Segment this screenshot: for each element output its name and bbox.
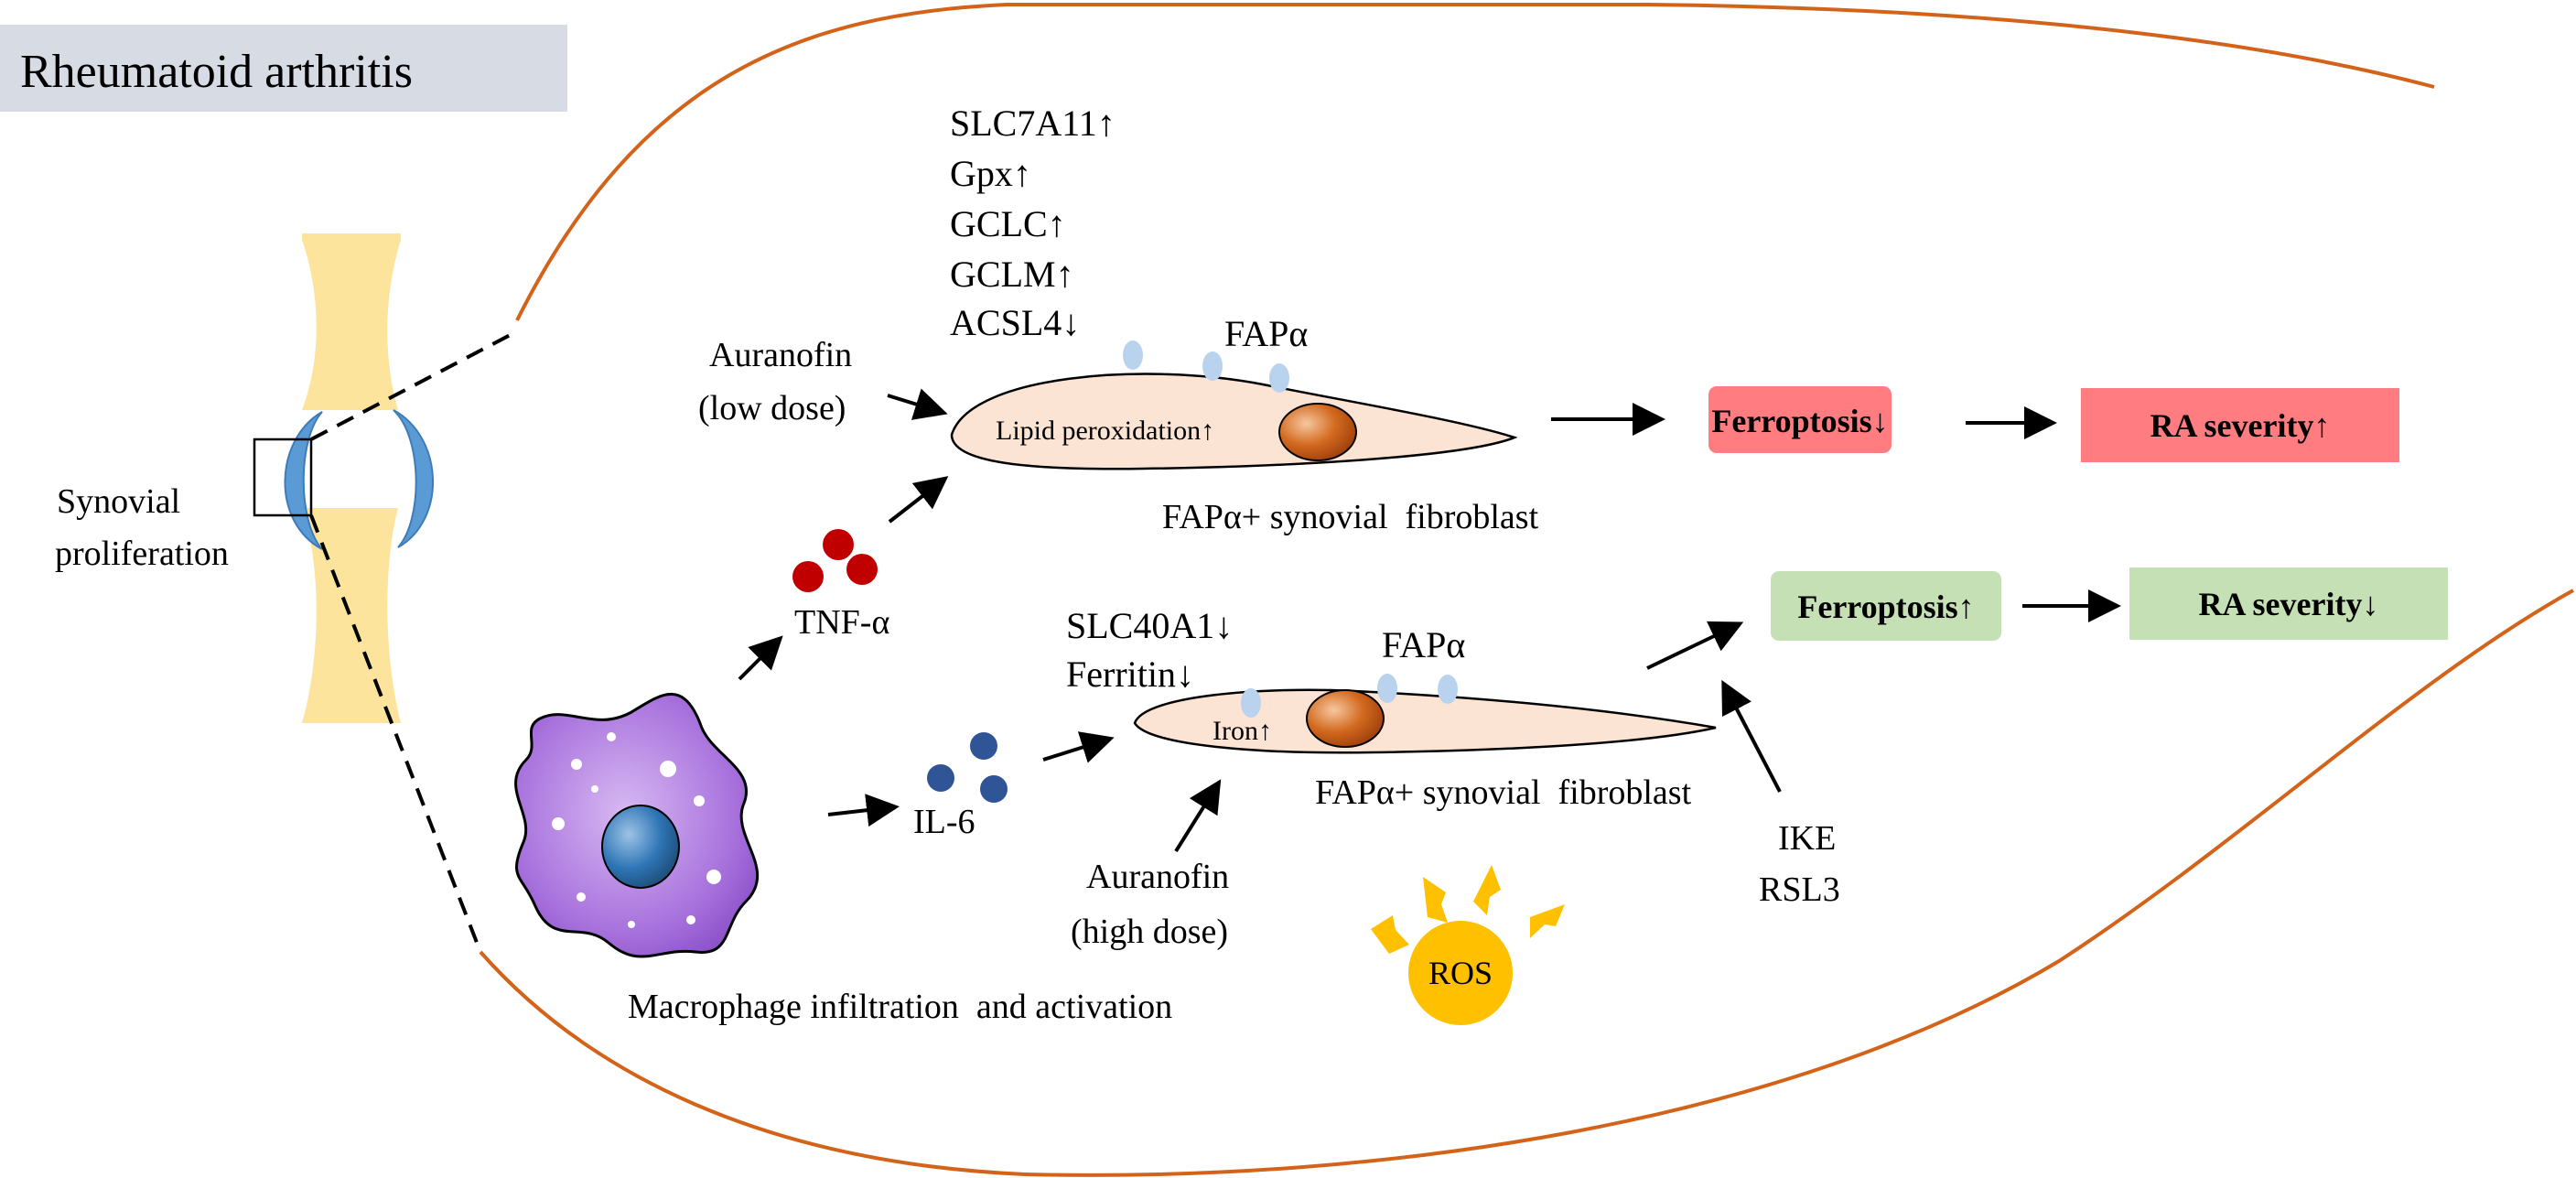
tnf-dot-3 <box>846 554 878 585</box>
lower-cell-text: Iron↑ <box>1213 716 1272 746</box>
ros-sun <box>1371 865 1565 1025</box>
upper-fibroblast <box>950 340 1518 470</box>
ros-ray <box>1530 904 1565 938</box>
lower-fibroblast-nucleus <box>1306 689 1385 748</box>
il6-label: IL-6 <box>913 803 975 841</box>
ros-ray <box>1371 915 1409 954</box>
macrophage-granule <box>571 759 582 770</box>
arrow-low-dose-to-cell <box>887 388 948 420</box>
upper-marker-4: GCLM↑ <box>950 254 1074 295</box>
arrow-tnf-to-upper-cell <box>888 476 949 524</box>
low-dose-drug-line2: (low dose) <box>698 389 846 427</box>
upper-receptor-label: FAPα <box>1224 313 1308 354</box>
upper-cell-caption: FAPα+ synovial fibroblast <box>1162 498 1539 536</box>
macrophage-granule <box>660 761 676 777</box>
high-dose-drug-line1: Auranofin <box>1086 858 1229 896</box>
high-dose-drug-line2: (high dose) <box>1071 913 1228 951</box>
upper-fibroblast-nucleus <box>1278 403 1357 461</box>
tnf-dot-1 <box>823 529 854 560</box>
cartilage-lower <box>302 508 401 723</box>
inducer-line1: IKE <box>1778 819 1836 858</box>
synovium-right <box>393 409 435 548</box>
macrophage-granule <box>591 785 598 793</box>
arrow-il6-to-lower-cell <box>1042 731 1115 763</box>
lower-fibroblast <box>1133 674 1717 754</box>
upper-receptor-2 <box>1202 351 1223 381</box>
lower-severity-label: RA severity↓ <box>2199 586 2379 622</box>
tnf-dots <box>792 529 878 592</box>
lower-severity-box <box>2129 567 2448 640</box>
arrow-macrophage-to-il6 <box>827 794 900 827</box>
zoom-line-bottom <box>309 514 482 953</box>
tnf-label: TNF-α <box>794 603 889 642</box>
lower-receptor-2 <box>1377 674 1397 703</box>
lower-outcome-box <box>1771 571 2001 641</box>
il6-dot-2 <box>927 764 954 792</box>
lower-fibroblast-body <box>1133 688 1717 754</box>
il6-dot-1 <box>970 732 997 760</box>
macrophage-nucleus <box>601 805 680 889</box>
macrophage-granule <box>628 921 635 928</box>
macrophage-label: Macrophage infiltration and activation <box>628 988 1172 1026</box>
lower-receptor-3 <box>1438 675 1458 704</box>
magnification-box <box>253 438 313 517</box>
upper-marker-3: GCLC↑ <box>950 203 1066 244</box>
inducer-line2: RSL3 <box>1759 870 1840 909</box>
lower-outcome-label: Ferroptosis↑ <box>1797 589 1974 625</box>
il6-dot-3 <box>980 775 1008 803</box>
title-background <box>0 25 567 112</box>
macrophage <box>514 692 759 958</box>
upper-outcome-box <box>1708 386 1892 453</box>
upper-cell-text: Lipid peroxidation↑ <box>996 416 1214 446</box>
macrophage-granule <box>552 817 565 830</box>
magnified-outline-top <box>515 3 2435 321</box>
tnf-dot-2 <box>792 561 824 592</box>
il6-dots <box>927 732 1008 803</box>
lower-receptor-label: FAPα <box>1382 624 1465 665</box>
low-dose-drug-line1: Auranofin <box>709 336 852 374</box>
magnified-outline-bottom <box>479 589 2574 1177</box>
joint-label-line1: Synovial <box>57 482 180 521</box>
upper-marker-2: Gpx↑ <box>950 153 1031 194</box>
upper-receptor-3 <box>1269 363 1289 393</box>
macrophage-granule <box>694 795 705 806</box>
arrow-macrophage-to-tnf <box>738 635 783 681</box>
ros-ray <box>1423 877 1448 923</box>
ros-ray <box>1473 865 1501 915</box>
upper-marker-1: SLC7A11↑ <box>950 103 1116 144</box>
lower-receptor-1 <box>1241 688 1261 718</box>
diagram-title: Rheumatoid arthritis <box>20 46 413 98</box>
cartilage-upper <box>302 233 401 410</box>
macrophage-granule <box>686 915 695 924</box>
macrophage-granule <box>577 892 586 902</box>
upper-severity-label: RA severity↑ <box>2150 407 2331 444</box>
upper-outcome-label: Ferroptosis↓ <box>1711 403 1888 439</box>
lower-marker-1: SLC40A1↓ <box>1066 605 1233 646</box>
lower-marker-2: Ferritin↓ <box>1066 654 1194 695</box>
macrophage-granule <box>607 732 616 741</box>
arrow-lower-cell-to-outcome <box>1646 621 1744 670</box>
upper-severity-box <box>2081 388 2399 462</box>
joint-label-line2: proliferation <box>55 535 229 573</box>
ros-label: ROS <box>1428 955 1493 991</box>
upper-marker-5: ACSL4↓ <box>950 302 1080 343</box>
arrow-high-dose-to-cell <box>1174 779 1222 853</box>
macrophage-granule <box>706 870 721 884</box>
upper-fibroblast-body <box>950 373 1518 470</box>
zoom-line-top <box>310 330 518 441</box>
lower-cell-caption: FAPα+ synovial fibroblast <box>1315 773 1692 812</box>
joint-illustration <box>253 233 518 953</box>
upper-receptor-1 <box>1123 340 1143 370</box>
ros-core <box>1408 921 1513 1025</box>
arrow-inducers-to-outcome <box>1721 679 1782 793</box>
